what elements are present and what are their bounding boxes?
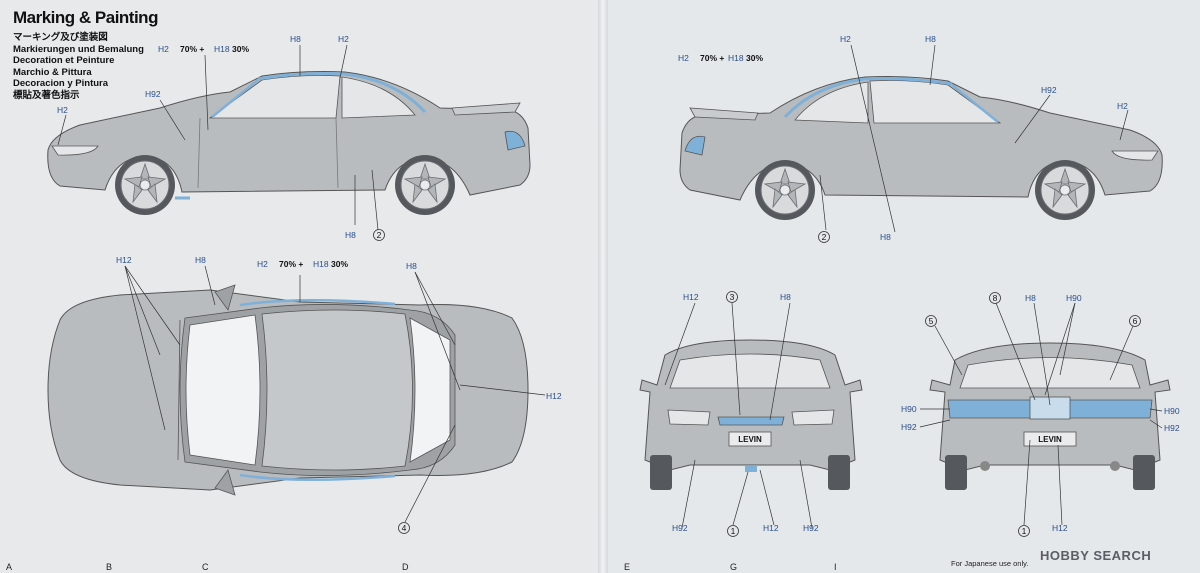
callout-h92-mirror-r: H92	[1041, 85, 1057, 95]
callouts-top: H12 H8 H2 70% + H18 30% H8 H12 4	[116, 255, 562, 534]
callout-h2-light-r: H2	[1117, 101, 1128, 111]
tab-i: I	[834, 562, 837, 572]
callouts-side-right: H2 70% + H18 30% H2 H8 H92 H2 2 H8	[678, 34, 1128, 243]
tab-g: G	[730, 562, 738, 572]
title-spanish: Decoracion y Pintura	[13, 78, 109, 89]
footer-note: For Japanese use only.	[951, 559, 1029, 568]
title-german: Markierungen und Bemalung	[13, 43, 144, 55]
title-japanese: マーキング及び塗装図	[13, 32, 108, 43]
front-view: LEVIN	[639, 339, 863, 490]
watermark: HOBBY SEARCH	[1040, 548, 1152, 563]
tab-b: B	[106, 562, 113, 572]
top-view	[47, 284, 529, 496]
callouts-front: H12 3 H8 H92 1 H12 H92	[672, 291, 819, 537]
callout-h2-body-mix: H2	[158, 44, 169, 54]
callout-h92-front-r: H92	[803, 523, 819, 533]
side-view-right	[679, 76, 1163, 221]
callout-h12-front-bottom: H12	[763, 523, 779, 533]
mix-b-top: 30%	[331, 259, 348, 269]
part-8: 8	[993, 293, 998, 303]
callout-h90-rear-r: H90	[1164, 406, 1180, 416]
title-chinese: 標貼及著色指示	[13, 89, 80, 101]
part-2-left: 2	[377, 230, 382, 240]
callout-h18-roof-mix: H18	[313, 259, 329, 269]
callout-h8-window: H8	[290, 34, 301, 44]
callout-h90-rear-l: H90	[901, 404, 917, 414]
callout-h92-mirror: H92	[145, 89, 161, 99]
callout-h8-window-r: H8	[925, 34, 936, 44]
page-fold	[598, 0, 608, 573]
callout-h12-trunk: H12	[546, 391, 562, 401]
callout-h12-hood: H12	[116, 255, 132, 265]
section-tabs: A B C D E G I	[0, 562, 1200, 573]
part-2-right: 2	[822, 232, 827, 242]
tab-e: E	[624, 562, 631, 572]
callout-h92-rear-l: H92	[901, 422, 917, 432]
part-1-rear: 1	[1022, 526, 1027, 536]
callout-h2-pillar: H2	[338, 34, 349, 44]
callout-h90-rear: H90	[1066, 293, 1082, 303]
callout-h8-handle-r: H8	[880, 232, 891, 242]
callout-h2-front-light: H2	[57, 105, 68, 115]
mix-b: 30%	[232, 44, 249, 54]
callout-h92-rear-r: H92	[1164, 423, 1180, 433]
tab-c: C	[202, 562, 209, 572]
part-4: 4	[402, 523, 407, 533]
leader-lines	[57, 44, 1163, 529]
callout-h8-front: H8	[780, 292, 791, 302]
callout-h8-handle: H8	[345, 230, 356, 240]
callouts-side-left: H2 H92 H2 70% + H18 30% H8 H2 H8 2	[57, 34, 385, 241]
callout-h2-roof-mix: H2	[257, 259, 268, 269]
callouts-rear: 5 8 H8 H90 6 H90 H92 H90 H92 1 H12	[901, 292, 1180, 537]
tab-d: D	[402, 562, 409, 572]
callout-h12-front: H12	[683, 292, 699, 302]
callout-h2-body-mix-r: H2	[678, 53, 689, 63]
mix-a: 70% +	[180, 44, 204, 54]
callout-h8-rear-wiper: H8	[406, 261, 417, 271]
part-5: 5	[929, 316, 934, 326]
title-translations: マーキング及び塗装図 Markierungen und Bemalung Dec…	[13, 32, 144, 101]
part-1-front: 1	[731, 526, 736, 536]
callout-h18-body-mix-r: H18	[728, 53, 744, 63]
title-italian: Marchio & Pittura	[13, 66, 92, 78]
front-plate: LEVIN	[738, 435, 762, 444]
callout-h92-front-l: H92	[672, 523, 688, 533]
rear-view: LEVIN	[929, 342, 1171, 490]
side-view-left	[47, 71, 531, 216]
page-title: Marking & Painting	[13, 8, 158, 27]
mix-a-r: 70% +	[700, 53, 724, 63]
part-6: 6	[1133, 316, 1138, 326]
title-french: Decoration et Peinture	[13, 55, 115, 66]
callout-h8-wiper: H8	[195, 255, 206, 265]
callout-h12-rear-bottom: H12	[1052, 523, 1068, 533]
rear-plate: LEVIN	[1038, 435, 1062, 444]
callout-h8-rear: H8	[1025, 293, 1036, 303]
mix-b-r: 30%	[746, 53, 763, 63]
callout-h2-pillar-r: H2	[840, 34, 851, 44]
part-3: 3	[730, 292, 735, 302]
mix-a-top: 70% +	[279, 259, 303, 269]
tab-a: A	[6, 562, 13, 572]
callout-h18-body-mix: H18	[214, 44, 230, 54]
